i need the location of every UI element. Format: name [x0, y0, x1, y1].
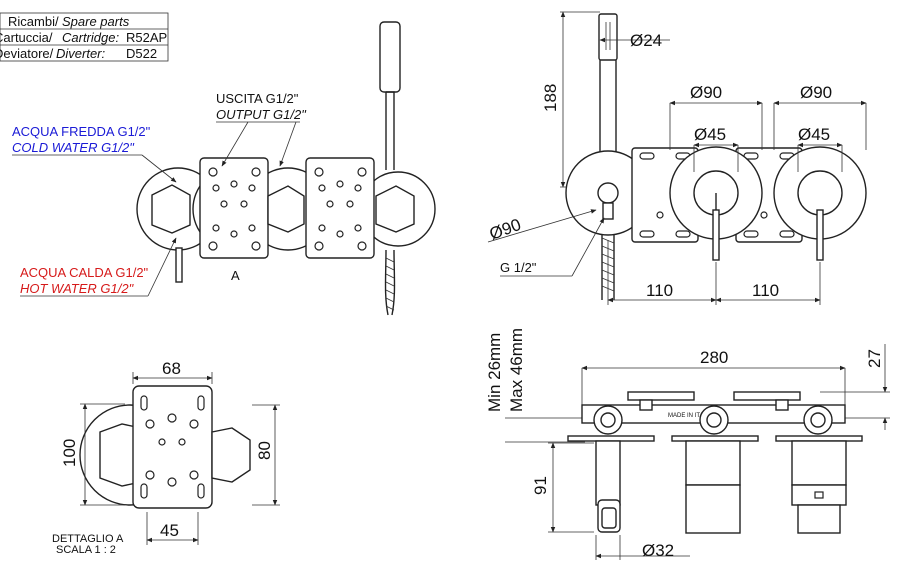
- detail-a-scale: SCALA 1 : 2: [56, 544, 116, 556]
- rear-view: USCITA G1/2" OUTPUT G1/2" ACQUA FREDDA G…: [12, 21, 436, 316]
- detail-a-marker: A: [231, 268, 240, 283]
- mixer-body-right: [791, 440, 847, 486]
- outlet-label-it: USCITA G1/2": [216, 91, 299, 106]
- mixer-lever-left: [712, 209, 720, 261]
- table-spare-parts-it: Ricambi/: [8, 14, 59, 29]
- dim-diameter-90-left: Ø90: [690, 83, 722, 102]
- dim-diameter-45-left: Ø45: [694, 125, 726, 144]
- dim-diameter-24: Ø24: [630, 31, 662, 50]
- dim-280: 280: [700, 348, 728, 367]
- outlet-label-en: OUTPUT G1/2": [216, 107, 307, 122]
- min-depth-label: Min 26mm: [485, 333, 504, 412]
- hot-water-label-it: ACQUA CALDA G1/2": [20, 265, 149, 280]
- table-cartridge-en: Cartridge:: [62, 30, 119, 45]
- mixer-body-left: [685, 440, 741, 486]
- detail-a-view: 68 100 80 45 DETTAGLIO A SCALA 1 : 2: [52, 359, 280, 556]
- made-in-italy-stamp: MADE IN ITALY: [668, 413, 710, 419]
- max-depth-label: Max 46mm: [507, 328, 526, 412]
- dim-45-detail: 45: [160, 521, 179, 540]
- dim-80: 80: [255, 441, 274, 460]
- spare-parts-table: Ricambi/ Spare parts Cartuccia/ Cartridg…: [0, 12, 169, 62]
- dim-110-left: 110: [646, 281, 673, 300]
- section-view: 280 27 Min 26mm Max 46mm MADE IN ITALY: [485, 328, 890, 560]
- table-diverter-it: Deviatore/: [0, 46, 54, 61]
- dim-27: 27: [865, 349, 884, 368]
- cold-water-label-en: COLD WATER G1/2": [12, 140, 135, 155]
- mixer-lever-right: [816, 209, 824, 261]
- front-hand-shower: [598, 13, 618, 61]
- hot-water-label-en: HOT WATER G1/2": [20, 281, 135, 296]
- table-diverter-code: D522: [126, 46, 157, 61]
- dim-100: 100: [60, 439, 79, 467]
- mounting-bracket-right: [305, 157, 375, 259]
- table-diverter-en: Diverter:: [56, 46, 106, 61]
- dim-188: 188: [541, 84, 560, 112]
- dim-diameter-32: Ø32: [642, 541, 674, 560]
- dim-diameter-90-right: Ø90: [800, 83, 832, 102]
- cold-water-label-it: ACQUA FREDDA G1/2": [12, 124, 151, 139]
- table-cartridge-code: R52AP: [126, 30, 167, 45]
- table-spare-parts-en: Spare parts: [62, 14, 130, 29]
- dim-110-right: 110: [752, 281, 779, 300]
- dim-diameter-90-shower: Ø90: [487, 215, 524, 244]
- g-thread-label: G 1/2": [500, 260, 537, 275]
- shower-elbow-body: [595, 440, 621, 506]
- hand-shower-head: [379, 21, 401, 93]
- table-cartridge-it: Cartuccia/: [0, 30, 53, 45]
- front-view: Ø24 188 Ø90: [487, 11, 867, 305]
- dim-68: 68: [162, 359, 181, 378]
- dim-91: 91: [531, 476, 550, 495]
- detail-a-title: DETTAGLIO A: [52, 533, 124, 545]
- dim-diameter-45-right: Ø45: [798, 125, 830, 144]
